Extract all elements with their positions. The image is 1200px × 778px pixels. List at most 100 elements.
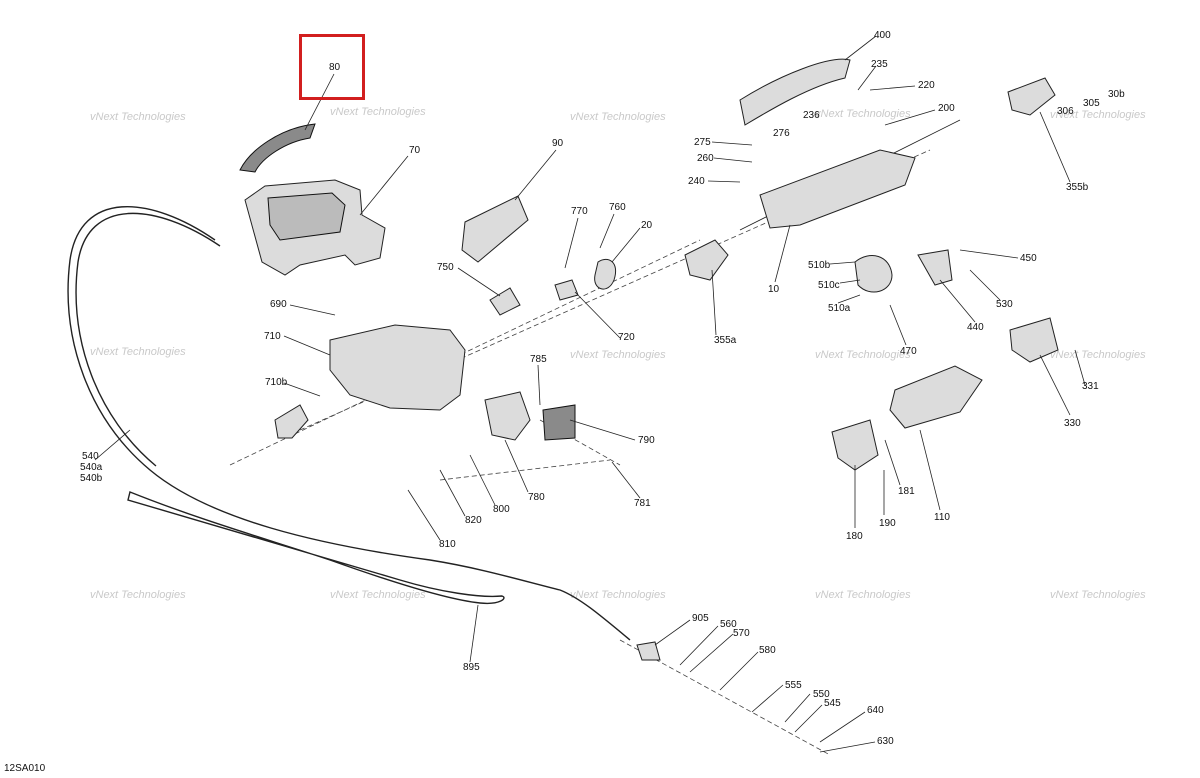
part-710b-grip [274,404,309,439]
label-part: 785 [530,354,547,365]
label-part: 236 [803,110,820,121]
label-part: 690 [270,299,287,310]
label-part: 555 [785,680,802,691]
part-180-housing [831,419,879,471]
label-part: 720 [618,332,635,343]
label-part: 20 [641,220,653,231]
label-part: 710 [264,331,281,342]
hose-895 [127,491,505,605]
part-110-cover [889,365,983,429]
label-part: 895 [463,662,480,673]
watermark: vNext Technologies [1050,349,1146,361]
label-part: 781 [634,498,651,509]
label-part: 780 [528,492,545,503]
label-part: 240 [688,176,705,187]
label-part: 770 [571,206,588,217]
label-part: 510c [818,280,840,291]
throttle-cable [67,205,631,641]
label-part: 540a [80,462,103,473]
label-part: 510b [808,260,831,271]
label-part: 710b [265,377,288,388]
label-part: 305 [1083,98,1100,109]
part-20-ring [594,258,616,290]
label-part: 530 [996,299,1013,310]
label-part: 905 [692,613,709,624]
part-710-housing [329,324,466,411]
part-90-frame [461,195,529,263]
part-70-gauge-housing [244,179,386,276]
label-part: 110 [934,512,950,523]
label-part: 820 [465,515,482,526]
label-part: 355b [1066,182,1089,193]
label-part: 570 [733,628,750,639]
label-part: 30b [1108,89,1125,100]
label-part: 440 [967,322,984,333]
parts-group [239,58,1059,661]
label-part: 355a [714,335,737,346]
watermark: vNext Technologies [90,346,186,358]
watermark: vNext Technologies [570,111,666,123]
watermark: vNext Technologies [570,589,666,601]
label-part: 260 [697,153,714,164]
part-750-grip [489,287,521,316]
label-part: 276 [773,128,790,139]
label-part: 750 [437,262,454,273]
label-part: 80 [329,62,341,73]
watermark: vNext Technologies [815,349,911,361]
watermark: vNext Technologies [815,589,911,601]
watermark-group: vNext Technologies vNext Technologies vN… [90,106,1146,601]
part-70-screen [267,192,346,241]
part-355b-grip [1007,77,1056,116]
label-part: 560 [720,619,737,630]
part-510-clamp [854,255,893,293]
label-part: 540 [82,451,99,462]
label-part: 450 [1020,253,1037,264]
label-part: 70 [409,145,421,156]
label-part: 545 [824,698,841,709]
label-part: 200 [938,103,955,114]
part-10-handlebar [759,149,916,229]
label-part: 10 [768,284,780,295]
watermark: vNext Technologies [90,589,186,601]
label-part: 640 [867,705,884,716]
label-part: 580 [759,645,776,656]
label-part: 190 [879,518,896,529]
part-720-bushing [554,279,579,301]
label-part: 630 [877,736,894,747]
label-part: 540b [80,473,103,484]
label-part: 510a [828,303,851,314]
label-part: 235 [871,59,888,70]
part-400-cover [739,58,851,126]
label-part: 550 [813,689,830,700]
label-part: 330 [1064,418,1081,429]
part-905-boot [636,641,661,661]
label-part: 800 [493,504,510,515]
watermark: vNext Technologies [330,589,426,601]
highlight-box [299,34,365,100]
watermark: vNext Technologies [570,349,666,361]
label-part: 181 [898,486,915,497]
label-part: 331 [1082,381,1099,392]
watermark: vNext Technologies [330,106,426,118]
part-790-switch [542,404,576,441]
label-part: 306 [1057,106,1074,117]
watermark: vNext Technologies [815,108,911,120]
label-part: 760 [609,202,626,213]
watermark: vNext Technologies [1050,589,1146,601]
part-780-bracket [484,391,531,441]
label-part: 180 [846,531,863,542]
leader-group [94,35,1086,753]
label-part: 810 [439,539,456,550]
label-part: 790 [638,435,655,446]
label-part: 90 [552,138,564,149]
label-part: 400 [874,30,891,41]
part-440-bracket [917,249,953,286]
label-group: 80 70 90 770 760 20 750 720 690 710 710b… [80,30,1125,747]
label-part: 275 [694,137,711,148]
part-355a-grip [684,239,729,281]
throttle-cable-inner [75,212,221,467]
label-part: 220 [918,80,935,91]
watermark: vNext Technologies [1050,109,1146,121]
watermark: vNext Technologies [90,111,186,123]
